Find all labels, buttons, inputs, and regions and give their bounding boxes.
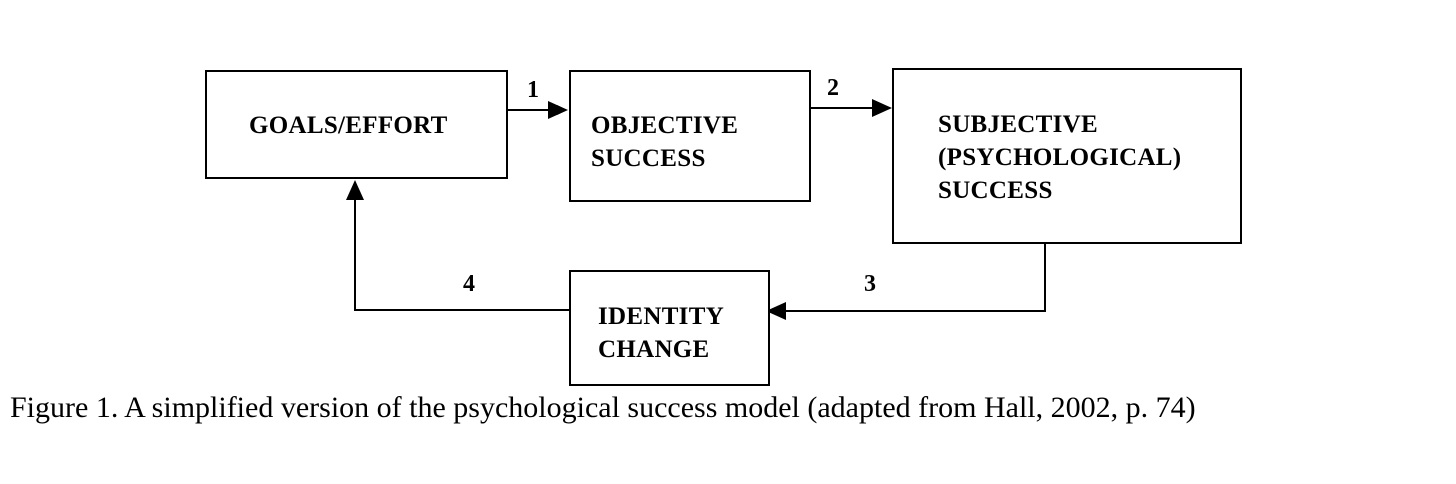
objective-success-label-line1: OBJECTIVE [591,112,739,139]
objective-success-label-line2: SUCCESS [591,145,706,172]
edge-identity-to-goals [354,184,569,311]
identity-change-box: IDENTITY CHANGE [569,270,770,386]
identity-change-label-line1: IDENTITY [598,303,725,330]
arrowhead-1 [548,101,568,119]
edge-number-2: 2 [827,75,839,101]
edge-number-1: 1 [527,77,539,103]
edge-number-4: 4 [463,271,475,297]
subjective-success-box: SUBJECTIVE (PSYCHOLOGICAL) SUCCESS [892,68,1242,244]
subjective-success-label-line2: (PSYCHOLOGICAL) [938,144,1182,171]
edge-number-3: 3 [864,271,876,297]
goals-effort-label: GOALS/EFFORT [249,112,448,139]
identity-change-label-line2: CHANGE [598,336,710,363]
arrowhead-2 [872,99,892,117]
edge-subjective-to-identity [770,244,1046,312]
subjective-success-label-line1: SUBJECTIVE [938,111,1098,138]
arrowhead-4 [346,180,364,200]
figure-caption: Figure 1. A simplified version of the ps… [10,391,1196,424]
subjective-success-label-line3: SUCCESS [938,177,1053,204]
arrowhead-3 [766,302,786,320]
goals-effort-box: GOALS/EFFORT [205,70,508,179]
objective-success-box: OBJECTIVE SUCCESS [569,70,811,202]
